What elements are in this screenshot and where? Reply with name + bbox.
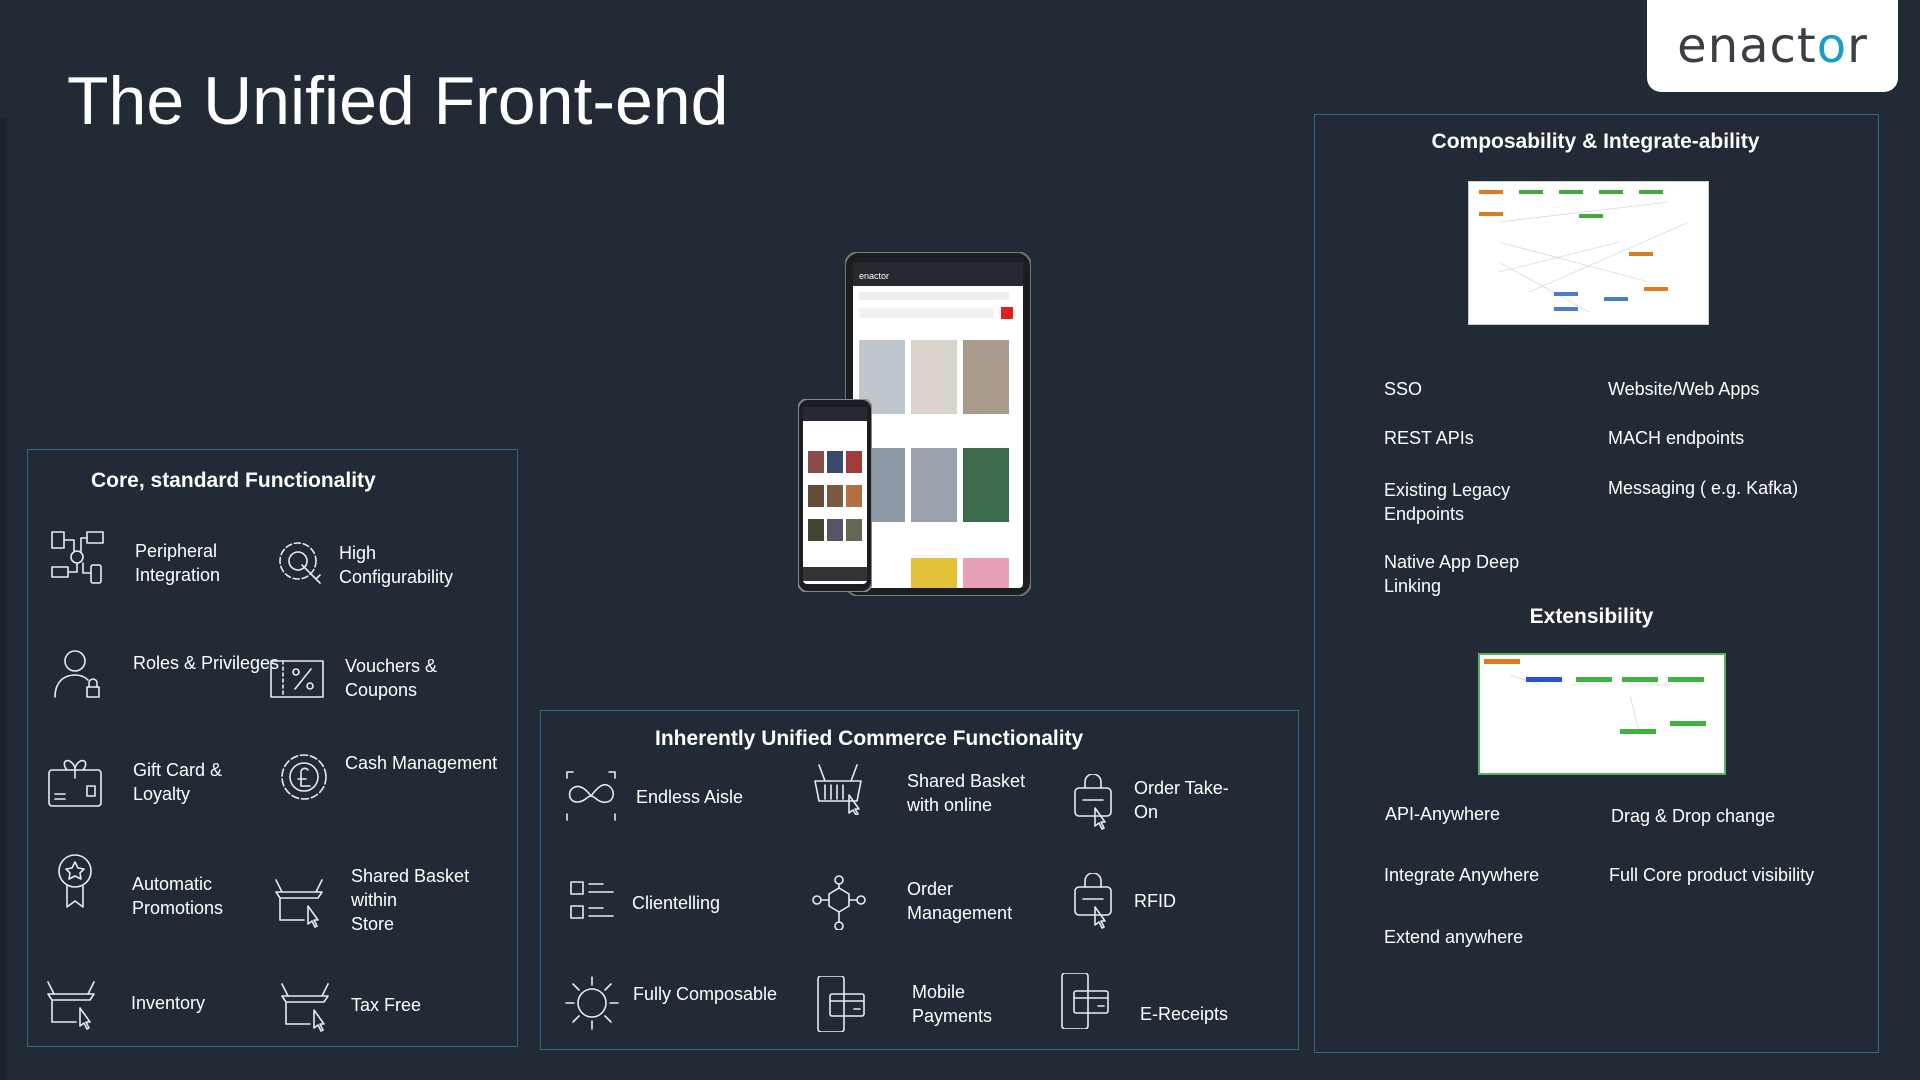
award-ribbon-icon xyxy=(55,853,111,909)
core-item-label: Automatic Promotions xyxy=(132,874,224,918)
composability-item: Website/Web Apps xyxy=(1608,379,1760,399)
composability-item: Messaging ( e.g. Kafka) xyxy=(1608,478,1799,498)
core-item-label: Inventory xyxy=(131,993,206,1013)
user-lock-icon xyxy=(51,647,107,703)
pound-gear-icon xyxy=(276,749,332,805)
network-hub-icon xyxy=(811,874,867,931)
basket-cursor-icon xyxy=(44,974,100,1030)
enactor-logo: enactor xyxy=(1647,0,1898,92)
logo-accent-letter: o xyxy=(1816,18,1848,74)
core-item-label: Peripheral Integration xyxy=(135,541,221,585)
logo-text: enact xyxy=(1677,18,1817,74)
unified-item-label: Fully Composable xyxy=(633,984,778,1004)
composability-item: SSO xyxy=(1384,379,1423,399)
left-edge-strip xyxy=(0,118,7,1080)
unified-item-label: E-Receipts xyxy=(1140,1004,1229,1024)
gift-card-icon xyxy=(47,756,103,812)
unified-commerce-panel xyxy=(540,710,1299,1050)
composability-item: MACH endpoints xyxy=(1608,428,1745,448)
infinity-icon xyxy=(563,768,619,824)
bag-cursor-icon xyxy=(1069,872,1125,929)
basket-cursor-icon xyxy=(278,976,334,1032)
slide-title: The Unified Front-end xyxy=(67,63,729,139)
unified-item-label: Order Take- On xyxy=(1134,778,1229,822)
core-item-label: Tax Free xyxy=(351,995,422,1015)
extensibility-item: Full Core product visibility xyxy=(1609,865,1815,885)
phone-card-icon xyxy=(1058,972,1114,1030)
core-functionality-panel xyxy=(27,449,518,1047)
unified-item-label: Mobile Payments xyxy=(912,982,993,1026)
core-item-label: High Configurability xyxy=(339,543,454,587)
core-item-label: Cash Management xyxy=(345,753,498,773)
core-item-label: Shared Basket within Store xyxy=(351,866,470,934)
composability-panel xyxy=(1314,114,1879,1053)
tablet-mockup: enactor xyxy=(844,251,1032,597)
composability-title: Composability & Integrate-ability xyxy=(1431,130,1760,153)
phone-mockup xyxy=(797,398,873,593)
voucher-percent-icon xyxy=(269,651,325,707)
unified-item-label: Clientelling xyxy=(632,893,721,913)
basket-cursor-icon xyxy=(272,872,328,928)
unified-item-label: Endless Aisle xyxy=(636,787,744,807)
unified-title: Inherently Unified Commerce Functionalit… xyxy=(655,727,1084,750)
logo-text-end: r xyxy=(1847,18,1868,74)
core-item-label: Vouchers & Coupons xyxy=(345,656,438,700)
phone-card-icon xyxy=(814,975,870,1033)
core-item-label: Roles & Privileges xyxy=(133,653,280,673)
peripherals-icon xyxy=(49,529,105,585)
shopping-basket-icon xyxy=(811,759,867,816)
tablet-brand: enactor xyxy=(859,271,889,281)
composability-item: Native App Deep Linking xyxy=(1384,552,1520,596)
extensibility-item: API-Anywhere xyxy=(1385,804,1501,824)
extensibility-title: Extensibility xyxy=(1529,605,1654,628)
core-item-label: Gift Card & Loyalty xyxy=(133,760,223,804)
extensibility-diagram-image xyxy=(1478,653,1726,775)
bag-cursor-icon xyxy=(1069,773,1125,830)
checklist-icon xyxy=(567,874,623,930)
extensibility-item: Drag & Drop change xyxy=(1611,806,1776,826)
sun-gear-icon xyxy=(564,975,620,1031)
composability-item: Existing Legacy Endpoints xyxy=(1384,480,1511,524)
unified-item-label: Order Management xyxy=(907,879,1013,923)
integration-diagram-image xyxy=(1468,181,1709,325)
composability-item: REST APIs xyxy=(1384,428,1474,448)
extensibility-item: Integrate Anywhere xyxy=(1384,865,1540,885)
unified-item-label: RFID xyxy=(1134,891,1176,911)
extensibility-item: Extend anywhere xyxy=(1384,927,1524,947)
unified-item-label: Shared Basket with online xyxy=(907,771,1026,815)
core-title: Core, standard Functionality xyxy=(91,469,376,492)
gear-wrench-icon xyxy=(272,535,328,591)
